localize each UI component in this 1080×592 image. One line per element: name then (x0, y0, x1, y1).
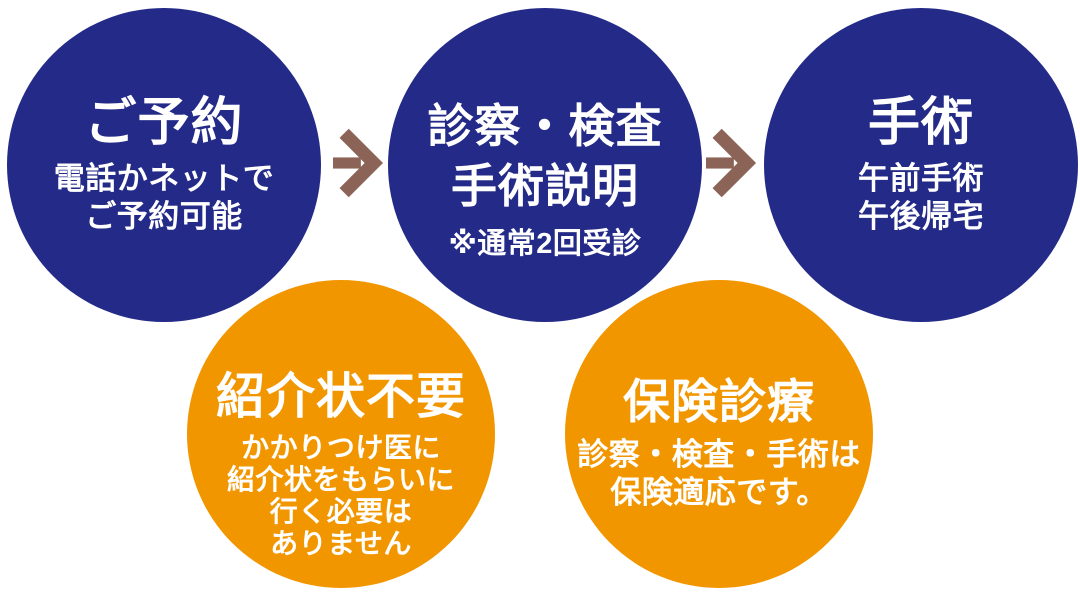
badge-text-line: 診察・検査・手術は (577, 437, 861, 473)
badge-text-line: ありません (270, 528, 412, 560)
step-title-line: 手術説明 (451, 160, 639, 212)
badge-text-line: 行く必要は (269, 496, 413, 528)
step-title-line: 診察・検査 (427, 100, 663, 153)
step-subtitle-line: 午前手術 (858, 161, 984, 197)
flow-step-surgery: 手術 午前手術 午後帰宅 (764, 8, 1078, 322)
step-subtitle-line: 電話かネットで (53, 161, 275, 197)
step-subtitle-line: 午後帰宅 (858, 199, 984, 235)
badge-title: 紹介状不要 (215, 369, 466, 424)
badge-insurance-covered: 保険診療 診察・検査・手術は 保険適応です。 (565, 280, 873, 588)
arrow-right-icon (706, 128, 757, 198)
step-title: 手術 (867, 93, 974, 152)
badge-text-line: 紹介状をもらいに (226, 464, 455, 496)
flow-step-examination: 診察・検査 手術説明 ※通常2回受診 (388, 8, 702, 322)
badge-text-line: かかりつけ医に (241, 432, 441, 464)
flow-step-reservation: ご予約 電話かネットで ご予約可能 (7, 8, 321, 322)
badge-text-line: 保険適応です。 (610, 475, 828, 511)
arrow-right-icon (333, 128, 384, 198)
step-note: ※通常2回受診 (448, 227, 642, 260)
badge-no-referral-needed: 紹介状不要 かかりつけ医に 紹介状をもらいに 行く必要は ありません (187, 280, 495, 588)
step-subtitle-line: ご予約可能 (85, 199, 243, 235)
step-title: ご予約 (84, 93, 244, 152)
badge-title: 保険診療 (623, 374, 815, 428)
